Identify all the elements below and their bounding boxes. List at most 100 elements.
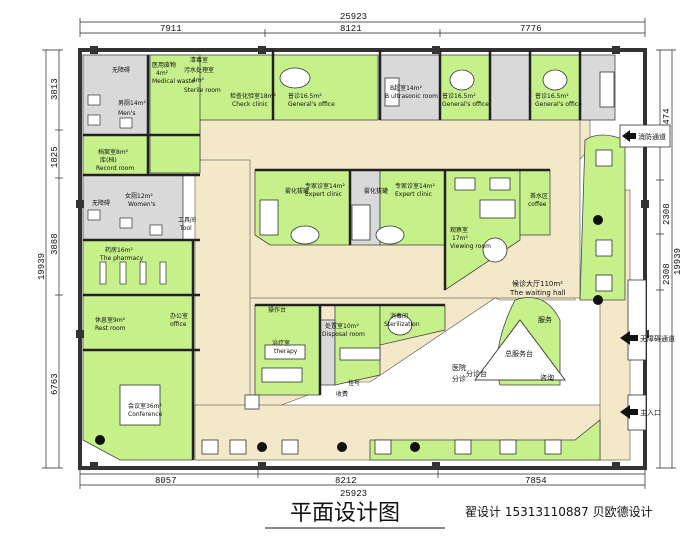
drawing-title: 平面设计图 (290, 501, 400, 526)
dim-left-1: 3813 (50, 78, 60, 100)
label-medical-waste-en: Medical waste (152, 78, 195, 85)
plants (95, 215, 603, 452)
label-expert1-en: Expert clinic (305, 191, 342, 198)
label-gp3-en: General's office (535, 101, 582, 108)
entrance-fire: 消防通道 (619, 124, 671, 148)
label-womens: 女厕12m² (125, 192, 153, 200)
entrance-accessible: 无障碍通道 (620, 279, 675, 361)
label-toilet: 无障碍 (112, 66, 130, 74)
room-labels: 无障碍 男厕14m² Men's 医用废物 4m² Medical waste … (92, 56, 582, 418)
label-waiting: 候诊大厅110m² (512, 279, 563, 288)
designer-credit: 翟设计 15313110887 贝欧德设计 (465, 504, 653, 519)
label-gp3: 普诊16.5m² (535, 92, 569, 100)
label-fire-exit: 消防通道 (638, 132, 666, 141)
dim-right-1: 5474 (662, 108, 672, 130)
label-rest-en: Rest room (95, 325, 126, 332)
label-viewing-en: Viewing room (450, 243, 491, 250)
label-pharmacy: 药房16m² (105, 246, 133, 254)
label-triage-3: 分诊台 (466, 369, 487, 378)
dim-left-3: 3888 (50, 233, 60, 255)
dim-top-total: 25923 (340, 12, 367, 22)
label-sterile-en: Sterile room (184, 87, 221, 94)
toilet-fixtures (87, 94, 163, 236)
label-atomize: 雾化拔罐 (285, 187, 309, 195)
dim-right-total: 19939 (673, 248, 683, 275)
label-sterilize-en: Sterilization (384, 321, 420, 328)
label-sterile-2: 污水处理室 (184, 66, 214, 74)
label-checkup-en: Check clinic (232, 101, 268, 108)
label-cashier: 收费 (336, 390, 348, 398)
entrance-main: 主入口 (620, 394, 661, 431)
label-viewing-area: 17m² (452, 235, 468, 242)
label-womens-en: Women's (128, 201, 155, 208)
label-therapy-en: therapy (274, 348, 298, 355)
pharmacy-shelves (99, 261, 167, 285)
label-disposal: 处置室10m² (325, 322, 359, 330)
label-main-entry: 主入口 (640, 408, 661, 417)
label-sterile: 清毒室 (190, 56, 208, 64)
label-record-2: 库(档) (100, 156, 117, 164)
dim-right-3: 2308 (662, 263, 672, 285)
label-operating: 操作台 (268, 306, 286, 314)
label-medical-waste-area: 4m² (156, 70, 169, 77)
beds (259, 71, 615, 383)
walls (83, 50, 582, 460)
dim-bottom-mid: 8212 (335, 476, 357, 486)
label-gp2-en: General's office (442, 101, 489, 108)
label-office: 办公室 (170, 312, 188, 320)
dim-bottom-right: 7854 (525, 476, 547, 486)
label-atomize-2: 雾化拔罐 (364, 187, 388, 195)
label-expert1: 专家诊室14m² (305, 182, 345, 190)
label-office-en: office (170, 321, 187, 328)
label-b-ultra: B超室14m² (390, 84, 423, 92)
dim-left-4: 6763 (50, 373, 60, 395)
label-toilet-m: 无障碍 (92, 199, 110, 207)
dim-top-mid: 8121 (340, 24, 362, 34)
arrow-left-icon (620, 331, 638, 345)
dim-bottom-total: 25923 (340, 489, 367, 499)
label-b-ultra-en: B ultrasonic room (385, 93, 438, 100)
label-tool-en: Tool (179, 225, 192, 232)
label-record: 档案室8m² (98, 148, 129, 156)
label-medical-waste: 医用废物 (152, 61, 176, 69)
dim-top-right: 7776 (520, 24, 542, 34)
label-general-service: 总服务台 (505, 349, 533, 358)
label-triage-2: 分诊 (452, 374, 466, 383)
label-waiting-en: The waiting hall (509, 289, 566, 297)
dim-bottom-left: 8057 (155, 476, 177, 486)
label-reception: 挂号 (348, 379, 360, 387)
label-tea-en: coffee (528, 201, 547, 208)
label-disposal-en: Disposal room (322, 331, 365, 338)
label-expert2: 专家诊室14m² (395, 182, 435, 190)
label-service: 服务 (538, 315, 552, 324)
label-rest: 休息室9m² (95, 316, 126, 324)
label-tool: 工具间 (178, 216, 196, 224)
label-triage-1: 医院 (452, 363, 466, 372)
label-consult: 咨询 (540, 373, 554, 382)
label-expert2-en: Expert clinic (395, 191, 432, 198)
label-mens-en: Men's (118, 110, 135, 117)
service-island (474, 319, 566, 381)
label-checkup: 检查化验室18m² (230, 92, 276, 100)
label-accessible-entry: 无障碍通道 (640, 334, 675, 343)
label-meeting-en: Conference (128, 411, 163, 418)
label-therapy: 治疗室 (272, 339, 290, 347)
label-sterilize: 消毒间 (390, 312, 408, 320)
label-gp1: 普诊16.5m² (288, 92, 322, 100)
label-mens: 男厕14m² (118, 100, 146, 107)
dim-left-total: 19939 (37, 253, 47, 280)
tables (119, 67, 568, 426)
label-pharmacy-en: The pharmacy (99, 255, 144, 262)
label-tea: 茶水区 (530, 192, 548, 200)
waiting-sofas (201, 149, 613, 455)
dim-left-2: 1825 (50, 146, 60, 168)
label-viewing: 观察室 (450, 226, 468, 234)
label-gp2: 普诊16.5m² (442, 92, 476, 100)
label-gp1-en: General's office (288, 101, 335, 108)
arrow-left-icon (620, 405, 638, 419)
dim-right-2: 2308 (662, 203, 672, 225)
dim-top-left: 7911 (160, 24, 182, 34)
label-record-en: Record room (96, 165, 134, 172)
dimension-lines (42, 18, 676, 489)
